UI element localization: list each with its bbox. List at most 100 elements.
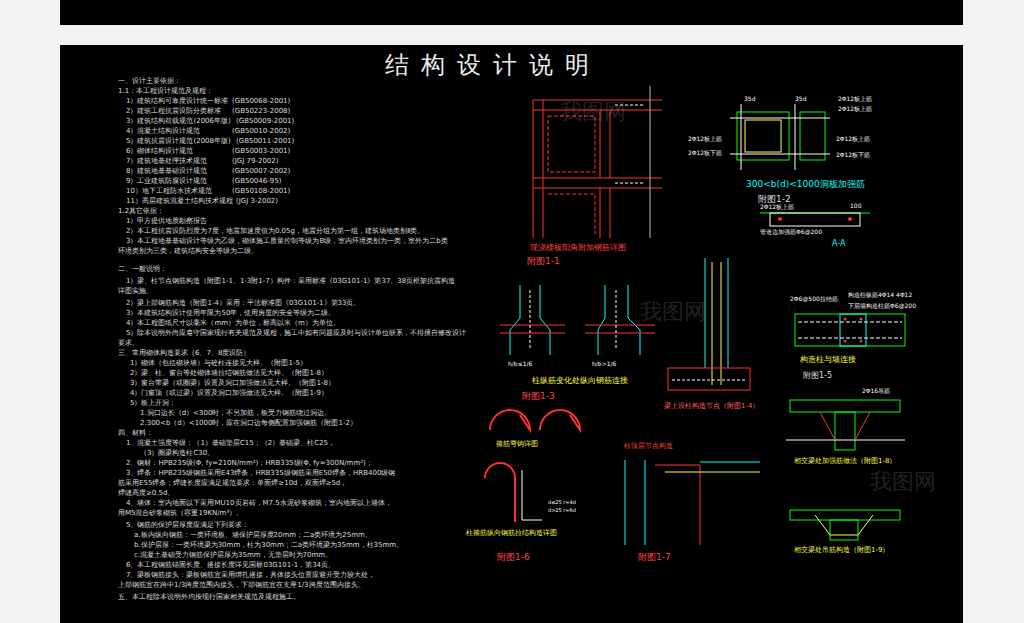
drawing-label: 相交梁处加强筋做法（附图1-8） [794,458,896,466]
column-top-joint-detail [625,460,760,545]
note-line: 1.1：本工程设计规范及规程： [118,88,213,96]
note-line: 筋采用E55焊条；焊缝长度应满足规范要求：单面焊≥10d，双面焊≥5d， [118,480,347,488]
drawing-label: 附图1-6 [497,553,530,563]
note-line: 1.2其它依据： [118,208,164,216]
drawing-label: 柱顶层节点构造 [624,443,673,451]
drawing-label: 构造柱与墙连接 [800,356,856,365]
drawing-label: 相交梁处吊筋构造（附图1-9） [794,547,889,555]
note-line: 3、焊条：HPB235级钢筋采用E43焊条，HRB335级钢筋采用E50焊条，H… [126,470,395,478]
drawing-label: h/b≤1/6 [508,361,532,368]
watermark: 我图网 [560,100,626,124]
note-line: 11）高层建筑混凝土结构技术规程 [126,198,233,206]
note-line: (GB50010-2002) [232,128,290,136]
drawing-label: 300<b(d)<1000洞板加强筋 [746,180,865,190]
drawing-label: A-A [832,240,845,249]
note-line: 焊缝高度≥0.5d。 [118,490,174,498]
note-line: 2）梁、柱、窗台等处砌体墙拉结钢筋做法见大样。（附图1-8） [130,370,328,378]
watermark: 我图网 [640,300,706,324]
wall-column-tie-detail [795,314,905,346]
note-line: 4）门窗顶（或过梁）设置及洞口加强做法见大样。（附图1-9） [130,390,328,398]
drawing-label: 柱纵筋变化处纵向钢筋连接 [532,377,628,386]
note-line: 要求。 [118,340,139,348]
note-line: 6、本工程钢筋锚固长度、搭接长度详见国标03G101-1，第34页。 [126,562,335,570]
note-line: 三、常用砌体构造要求（6、7、8度设防） [118,350,250,358]
note-line: (GB50223-2008) [232,108,290,116]
drawing-label: 2Φ12板下筋 [836,152,870,159]
note-line: 1.洞口边长（d）<300时，不另加筋，板受力钢筋绕过洞边。 [140,410,331,418]
drawing-label: 构造柱纵筋4Φ14 4Φ12 [848,292,912,299]
drawing-label: 35d [744,96,755,103]
column-bar-change-detail [500,285,655,355]
note-line: 2）建筑工程抗震设防分类标准 [126,108,221,116]
note-line: (GB50108-2001) [232,188,290,196]
drawing-label: 2Φ12板上筋 [836,136,870,143]
note-line: 7）建筑地基处理技术规范 [126,158,207,166]
opening-reinforcement-detail [730,104,870,226]
drawing-label: 现浇楼板阳角附加钢筋详图 [530,244,626,253]
note-line: 1、混凝土强度等级：（1）基础垫层C15；（2）基础梁、柱C25， [126,440,335,448]
drawing-label: 附图1-5 [803,372,832,381]
drawing-label: 管道边加强筋Φ6@200 [760,229,822,236]
note-line: (GB50046-95) [232,178,281,186]
note-line: 五、本工程除本说明外均按现行国家相关规范及规程施工。 [118,594,300,602]
note-line: (JGJ 3-2002) [236,198,278,206]
drawing-label: 2Φ12板上筋 [760,204,794,211]
note-line: 5）建筑抗震设计规范(2008年版) [126,138,231,146]
note-line: 10）地下工程防水技术规范 [126,188,212,196]
note-line: 二、一般说明： [118,266,167,274]
drawing-label: 柱箍筋纵向钢筋拉结构造详图 [466,530,557,538]
note-line: 4、墙体：室内地面以下采用MU10页岩砖，M7.5水泥砂浆砌筑；室内地面以上墙体… [126,500,392,508]
watermark: 我图网 [870,470,936,494]
drawing-label: 2Φ6@500拉结筋 [790,296,838,303]
note-line: b.保护层厚：一类环境梁为30mm，柱为30mm；二a类环境梁为35mm，柱35… [134,542,403,550]
drawing-label: 100 [850,203,861,210]
drawing-label: 下层墙构造柱筋Φ6@200 [848,303,916,310]
note-line: 上部钢筋宜在跨中1/3跨度范围内接头，下部钢筋宜在支座1/3跨度范围内接头。 [118,582,365,590]
note-line: 1）梁、柱节点钢筋构造（附图1-1、1-3附1-7）构件：采用标准《03G101… [126,278,455,286]
drawing-label: 2Φ12板上筋 [838,106,872,113]
note-line: 2）梁上部钢筋构造（附图1-4）采用：平法标准图《03G101-1》第33页。 [126,300,360,308]
note-line: 1）建筑结构可靠度设计统一标准 [126,98,228,106]
note-line: （3）圈梁构造柱C30。 [140,450,214,458]
note-line: 5）板上开洞： [130,400,176,408]
note-line: 1）甲方提供地质勘察报告 [126,218,207,226]
note-line: 6）砌体结构设计规范 [126,148,193,156]
note-line: 7、梁板钢筋接头：梁板钢筋宜采用绑扎搭接，具体接头位置应避开受力较大处， [126,572,375,580]
drawing-label: 箍筋弯钩详图 [496,441,538,449]
note-line: (JGJ 79-2002) [232,158,279,166]
note-line: 3）窗台带梁（或圈梁）设置及洞口加强做法见大样。（附图1-8） [130,380,335,388]
drawing-label: d>25 r=6d [548,508,576,514]
drawing-label: 2Φ16吊筋 [862,388,890,395]
note-line: 四、材料： [118,430,153,438]
note-line: (GB50009-2001) [236,118,294,126]
drawing-label: 梁上设柱构造节点（附图1-4） [664,403,759,411]
note-line: 9）工业建筑防腐设计规范 [126,178,207,186]
sheet-title: 结构设计说明 [385,52,601,78]
note-line: 2、钢材：HPB235级(Φ, fy=210N/mm²)；HRB335级(Φ, … [126,460,373,468]
note-line: 用M5混合砂浆砌筑（容重19KN/m³）。 [118,510,243,518]
note-line: (GB50068-2001) [232,98,290,106]
note-line: a.板内纵向钢筋：一类环境板、墙保护层厚度20mm；二a类环境为25mm。 [134,532,372,540]
stirrup-hook-detail [485,410,580,522]
note-line: 1）砌体（包括砌块墙）与砼柱连接见大样。（附图1-5） [130,360,307,368]
note-line: 8）建筑地基基础设计规范 [126,168,207,176]
note-line: c.混凝土基础受力钢筋保护层厚为35mm，无垫层时为70mm。 [134,552,332,560]
note-line: (GB50003-2001) [232,148,290,156]
note-line: 详图实施。 [118,288,153,296]
drawing-label: 35d [795,96,806,103]
note-line: (GB50011-2001) [236,138,294,146]
note-line: 3）本工程地基基础设计等级为乙级，砌体施工质量控制等级为B级，室内环境类别为一类… [126,238,448,246]
note-line: 5、钢筋的保护层厚度应满足下列要求： [126,522,249,530]
note-line: 5）除本说明外尚应遵守国家现行有关规范及规程，施工中如有问题应及时与设计单位联系… [126,330,466,338]
note-line: 环境类别为三类，建筑结构安全等级为二级。 [118,248,258,256]
drawing-label: 附图1-7 [638,553,671,563]
note-line: 一、设计主要依据： [118,78,181,86]
note-line: 4）本工程图纸尺寸以毫米（mm）为单位，标高以米（m）为单位。 [126,320,340,328]
drawing-label: 2Φ12板上筋 [688,136,722,143]
note-line: 3）本建筑结构设计使用年限为50年，使用房屋的安全等级为二级。 [126,310,335,318]
drawing-label: 2Φ12板上筋 [838,96,872,103]
top-bar [60,0,963,25]
note-line: (GB50007-2002) [232,168,290,176]
drawing-label: 附图1-3 [522,392,555,402]
